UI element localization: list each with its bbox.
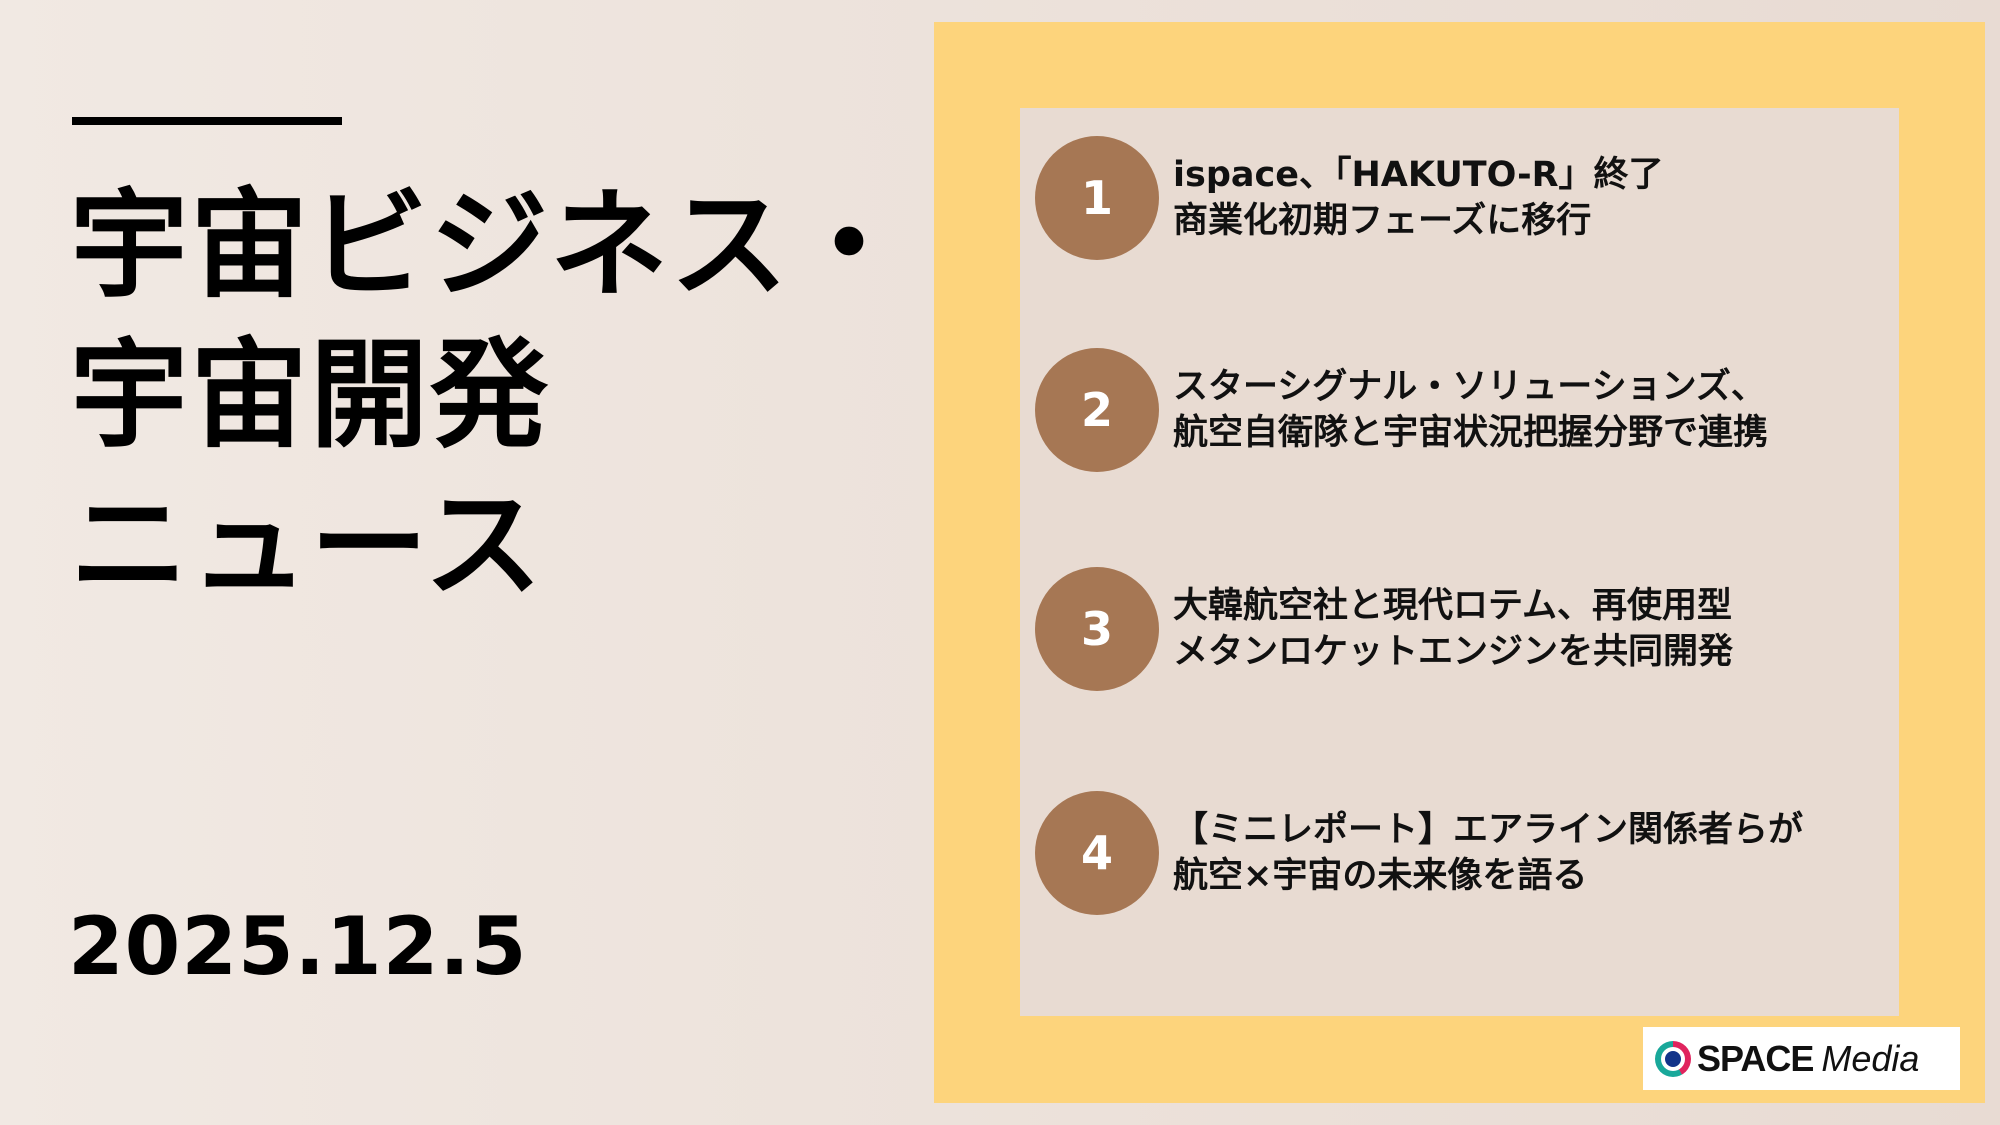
logo-brand-bold: SPACE [1697, 1037, 1814, 1079]
news-item-4[interactable]: 4 【ミニレポート】エアライン関係者らが 航空×宇宙の未来像を語る [1035, 791, 1895, 917]
number-badge: 1 [1035, 136, 1159, 260]
space-media-ring-icon [1655, 1040, 1691, 1077]
space-media-logo[interactable]: SPACE Media [1643, 1027, 1960, 1090]
logo-brand-light: Media [1821, 1037, 1920, 1079]
news-item-3[interactable]: 3 大韓航空社と現代ロテム、再使用型 メタンロケットエンジンを共同開発 [1035, 567, 1895, 693]
headline-line: メタンロケットエンジンを共同開発 [1173, 632, 1734, 672]
publish-date: 2025.12.5 [68, 900, 528, 993]
number-badge: 4 [1035, 791, 1159, 915]
headline-line: 航空自衛隊と宇宙状況把握分野で連携 [1173, 413, 1769, 453]
news-item-1[interactable]: 1 ispace、「HAKUTO-R」終了 商業化初期フェーズに移行 [1035, 136, 1895, 262]
news-headline[interactable]: スターシグナル・ソリューションズ、 航空自衛隊と宇宙状況把握分野で連携 [1173, 364, 1768, 456]
headline-line: 大韓航空社と現代ロテム、再使用型 [1173, 586, 1732, 626]
headline-line: 【ミニレポート】エアライン関係者らが [1173, 810, 1804, 850]
title-line-2: 宇宙開発 [70, 326, 551, 464]
number-badge: 3 [1035, 567, 1159, 691]
headline-line: ispace、「HAKUTO-R」終了 [1173, 155, 1664, 195]
news-headline[interactable]: 【ミニレポート】エアライン関係者らが 航空×宇宙の未来像を語る [1173, 807, 1803, 899]
title-line-3: ニュース [70, 476, 545, 614]
page-title: 宇宙ビジネス・ 宇宙開発 ニュース [70, 170, 910, 620]
headline-line: 航空×宇宙の未来像を語る [1173, 856, 1588, 896]
headline-line: スターシグナル・ソリューションズ、 [1173, 367, 1766, 407]
title-line-1: 宇宙ビジネス・ [70, 176, 911, 314]
headline-line: 商業化初期フェーズに移行 [1173, 201, 1592, 241]
news-item-2[interactable]: 2 スターシグナル・ソリューションズ、 航空自衛隊と宇宙状況把握分野で連携 [1035, 348, 1895, 474]
news-panel [1020, 108, 1899, 1016]
title-accent-rule [72, 117, 342, 125]
number-badge: 2 [1035, 348, 1159, 472]
news-headline[interactable]: ispace、「HAKUTO-R」終了 商業化初期フェーズに移行 [1173, 152, 1664, 244]
news-headline[interactable]: 大韓航空社と現代ロテム、再使用型 メタンロケットエンジンを共同開発 [1173, 583, 1733, 675]
